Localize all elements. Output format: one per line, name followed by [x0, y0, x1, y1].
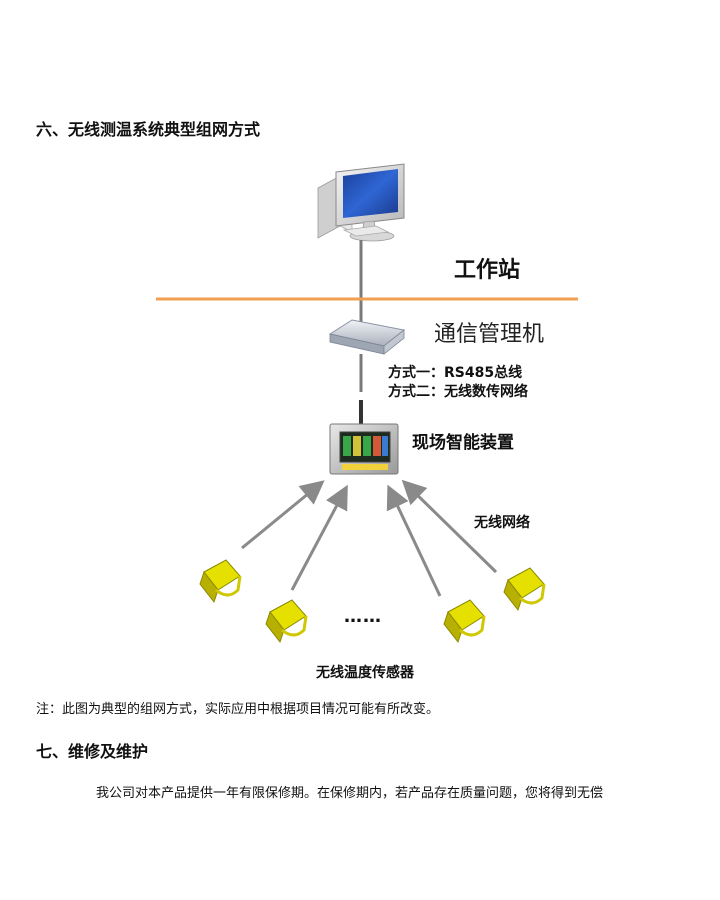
mode-2-label: 方式二：无线数传网络: [388, 384, 528, 400]
mode-1-label: 方式一：RS485总线: [388, 365, 523, 381]
arrow-sensor-4: [401, 479, 498, 574]
arrow-sensor-1: [241, 480, 325, 550]
comm-manager-router-icon: [328, 319, 406, 355]
wireless-network-label: 无线网络: [474, 515, 530, 531]
device-label: 现场智能装置: [412, 433, 514, 453]
field-device-icon: [329, 423, 399, 475]
section-heading-7: 七、维修及维护: [36, 742, 149, 761]
arrow-sensor-3: [386, 484, 442, 597]
warranty-paragraph: 我公司对本产品提供一年有限保修期。在保修期内，若产品存在质量问题，您将得到无偿: [96, 786, 604, 801]
workstation-computer-icon: [317, 163, 405, 242]
ellipsis: ……: [344, 606, 382, 627]
arrow-sensor-2: [290, 484, 348, 591]
sensors-label: 无线温度传感器: [316, 665, 414, 681]
sensor-icon: [443, 599, 486, 644]
comm-manager-label: 通信管理机: [434, 322, 545, 347]
section-heading-6: 六、无线测温系统典型组网方式: [36, 120, 261, 139]
figure-note: 注：此图为典型的组网方式，实际应用中根据项目情况可能有所改变。: [36, 702, 440, 717]
sensor-icon: [503, 567, 546, 612]
sensor-icon: [265, 599, 308, 644]
workstation-label: 工作站: [454, 258, 521, 283]
sensor-icon: [199, 559, 242, 604]
